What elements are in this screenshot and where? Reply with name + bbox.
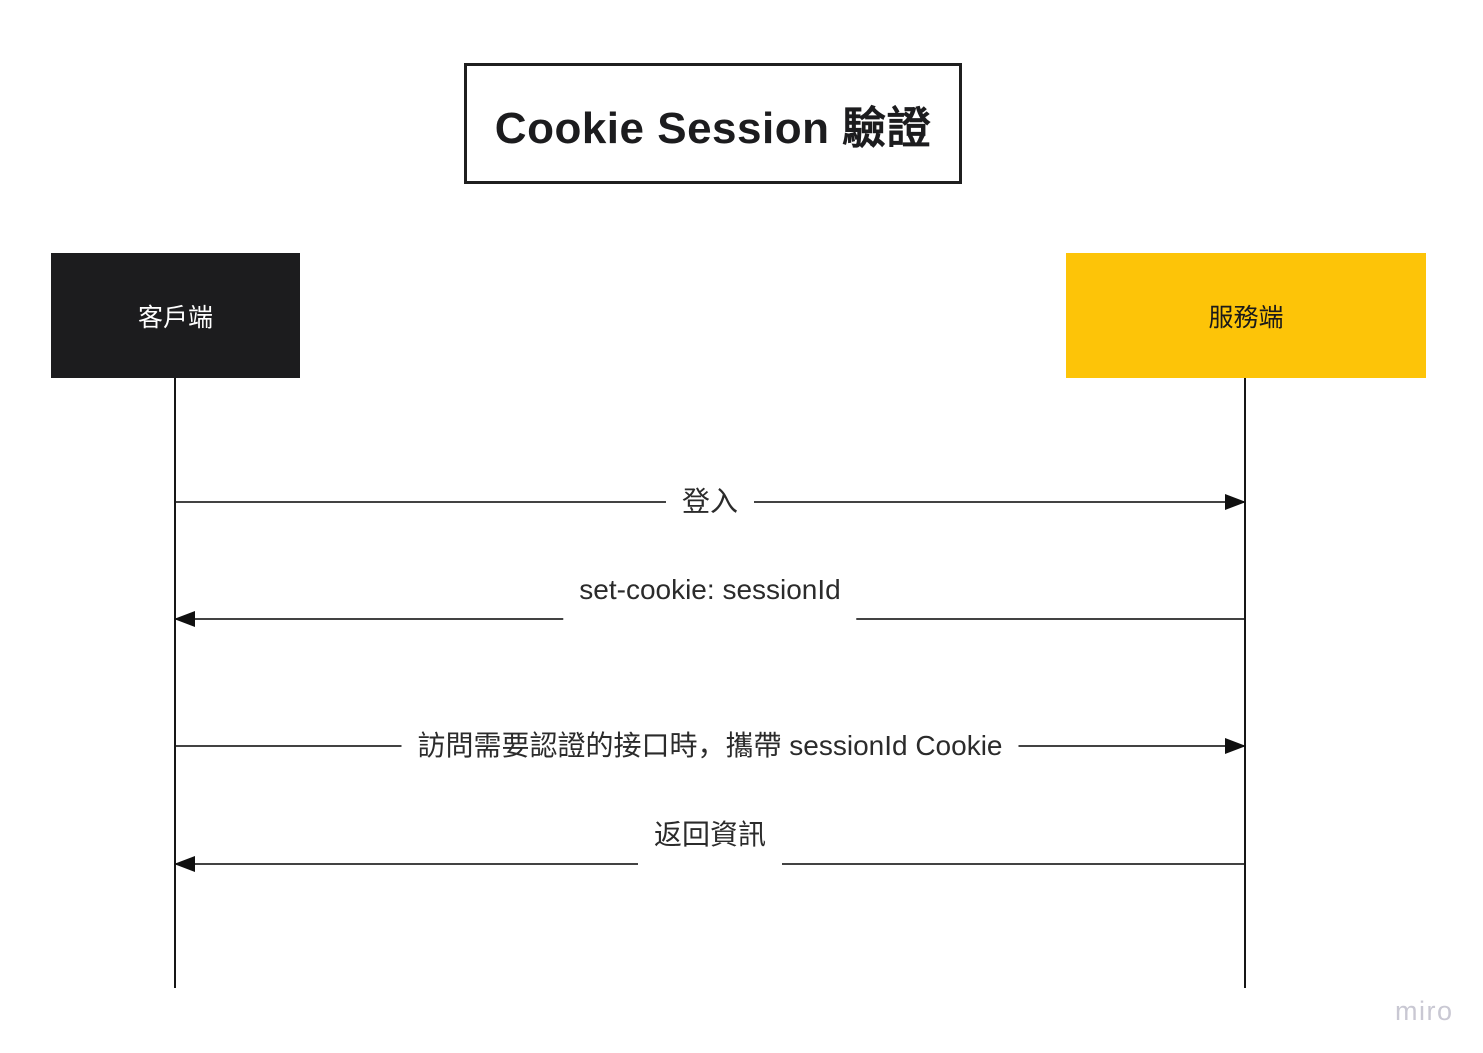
message-set-cookie-label: set-cookie: sessionId	[563, 573, 857, 625]
arrowhead-right-icon	[1225, 738, 1246, 754]
arrowhead-right-icon	[1225, 494, 1246, 510]
message-response-label: 返回資訊	[637, 818, 783, 870]
message-request-label: 訪問需要認證的接口時，攜帶 sessionId Cookie	[401, 726, 1019, 766]
actor-client-box[interactable]: 客戶端	[51, 253, 300, 378]
arrowhead-left-icon	[174, 611, 195, 627]
actor-client-label: 客戶端	[137, 303, 213, 332]
lifeline-client[interactable]	[174, 378, 176, 988]
message-login-label: 登入	[665, 482, 755, 522]
lifeline-server[interactable]	[1244, 378, 1246, 988]
diagram-title: Cookie Session 驗證	[494, 103, 932, 153]
title-box[interactable]: Cookie Session 驗證	[464, 63, 962, 184]
miro-logo: miro	[1395, 996, 1454, 1026]
actor-server-label: 服務端	[1208, 303, 1284, 332]
actor-server-box[interactable]: 服務端	[1066, 253, 1426, 378]
arrowhead-left-icon	[174, 856, 195, 872]
